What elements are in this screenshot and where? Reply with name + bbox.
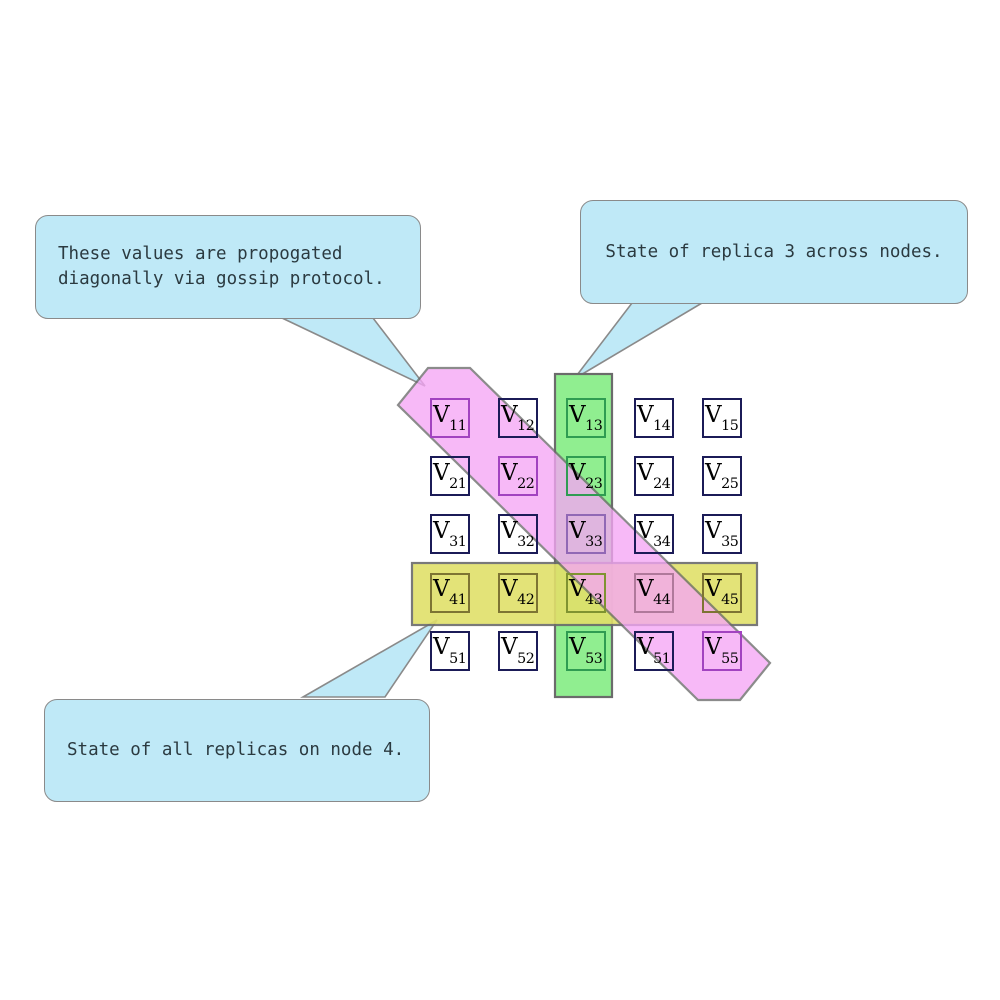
grid-cell-v55[interactable]: V55 [702,630,742,671]
cell-label: V55 [705,634,739,667]
grid-cell-v15[interactable]: V15 [702,398,742,438]
cell-subscript: 53 [585,650,603,667]
callout-replica-3: State of replica 3 across nodes. [580,200,968,304]
grid-cell-v33[interactable]: V33 [566,514,606,555]
cell-label: V51 [637,634,671,667]
grid-cell-v13[interactable]: V13 [566,398,606,438]
cell-subscript: 15 [721,417,739,434]
cell-label: V15 [705,401,739,434]
grid-cell-v45[interactable]: V45 [702,572,742,613]
cell-subscript: 22 [517,475,535,492]
callout-tail-node [300,619,438,698]
grid-cell-v43[interactable]: V43 [566,572,606,613]
grid-cell-v51[interactable]: V51 [430,630,470,671]
grid-cell-v41[interactable]: V41 [430,572,470,613]
grid-cell-v24[interactable]: V24 [634,456,674,497]
callout-gossip-protocol: These values are propogated diagonally v… [35,215,421,319]
cell-subscript: 51 [653,650,671,667]
grid-cell-v12[interactable]: V12 [498,398,538,438]
cell-subscript: 12 [517,417,535,434]
cell-subscript: 52 [517,650,535,667]
cell-label: V13 [569,401,603,434]
cell-label: V22 [501,459,535,492]
cell-label: V43 [569,576,603,609]
cell-subscript: 34 [653,534,671,551]
cell-label: V42 [501,576,535,609]
grid-cell-v53[interactable]: V53 [566,630,606,671]
cell-label: V23 [569,459,603,492]
cell-subscript: 32 [517,534,535,551]
cell-subscript: 43 [585,592,603,609]
callout-gossip-text: These values are propogated diagonally v… [58,244,385,289]
grid-cell-v32[interactable]: V32 [498,514,538,555]
cell-label: V35 [705,517,739,551]
grid-cell-v51[interactable]: V51 [634,630,674,671]
cell-subscript: 35 [721,534,739,551]
cell-label: V34 [637,517,671,551]
cell-subscript: 51 [449,650,467,667]
cell-subscript: 45 [721,592,739,609]
cell-label: V24 [637,459,671,492]
grid-cell-v44[interactable]: V44 [634,572,674,613]
grid-cell-v34[interactable]: V34 [634,514,674,555]
grid-cell-v42[interactable]: V42 [498,572,538,613]
cell-label: V51 [433,634,467,667]
grid-cell-v35[interactable]: V35 [702,514,742,555]
grid-cell-v23[interactable]: V23 [566,456,606,497]
callout-replica-text: State of replica 3 across nodes. [605,241,943,262]
cell-label: V11 [433,401,467,434]
cell-subscript: 11 [449,417,467,434]
grid-cell-v31[interactable]: V31 [430,514,470,555]
cell-label: V33 [569,517,603,551]
grid-cell-v11[interactable]: V11 [430,398,470,438]
callout-node-text: State of all replicas on node 4. [67,740,405,761]
cell-subscript: 23 [585,475,603,492]
cell-label: V45 [705,576,739,609]
cell-label: V44 [637,576,671,609]
cell-label: V21 [433,459,467,492]
grid-cell-v21[interactable]: V21 [430,456,470,497]
cell-subscript: 21 [449,475,467,492]
cell-label: V25 [705,459,739,492]
cell-label: V14 [637,401,671,434]
cell-subscript: 25 [721,475,739,492]
cell-label: V41 [433,576,467,609]
cell-label: V53 [569,634,603,667]
cell-subscript: 14 [653,417,671,434]
cell-subscript: 42 [517,592,535,609]
callout-node-4: State of all replicas on node 4. [44,699,430,802]
cell-label: V31 [433,517,467,551]
gossip-diagonal-band [396,366,772,702]
cell-subscript: 41 [449,592,467,609]
grid-cell-v14[interactable]: V14 [634,398,674,438]
grid-cell-v25[interactable]: V25 [702,456,742,497]
cell-subscript: 31 [449,534,467,551]
cell-label: V32 [501,517,535,551]
cell-subscript: 24 [653,475,671,492]
grid-cell-v52[interactable]: V52 [498,630,538,671]
cell-label: V12 [501,401,535,434]
cell-subscript: 55 [721,650,739,667]
cell-subscript: 13 [585,417,603,434]
cell-label: V52 [501,634,535,667]
grid-cell-v22[interactable]: V22 [498,456,538,497]
cell-subscript: 33 [585,534,603,551]
cell-subscript: 44 [653,592,671,609]
